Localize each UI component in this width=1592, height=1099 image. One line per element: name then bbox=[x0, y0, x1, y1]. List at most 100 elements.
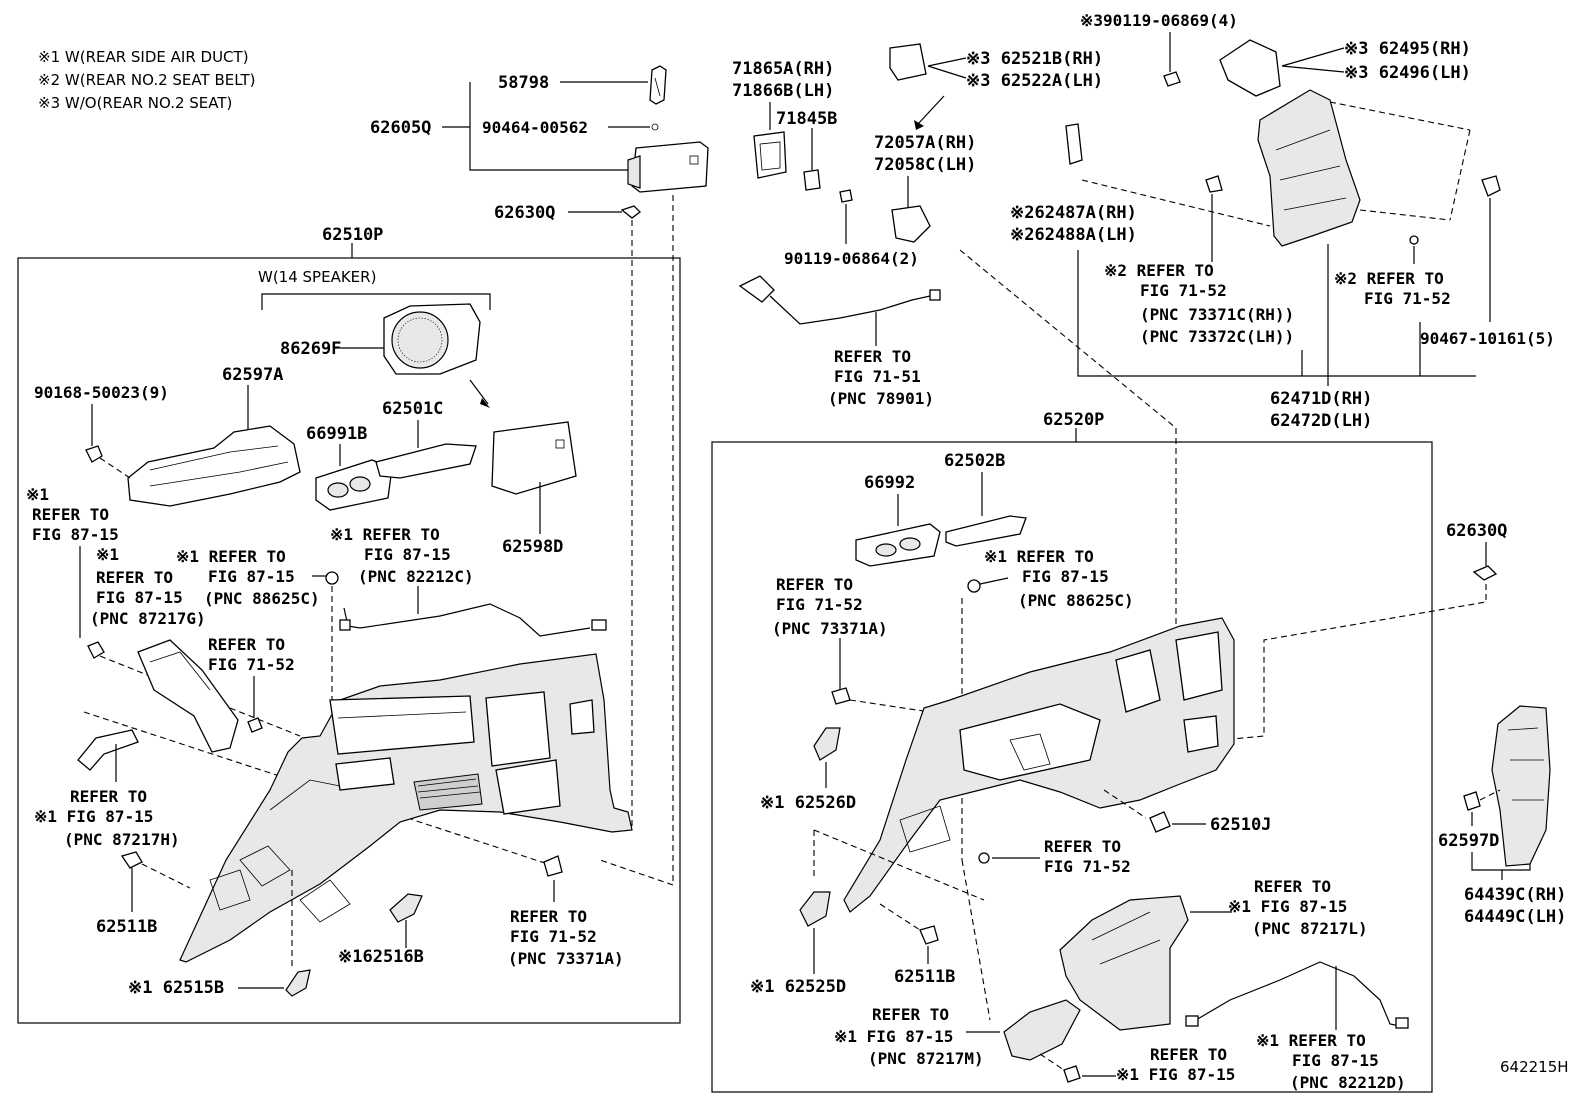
part-72057A[interactable]: 72057A(RH) 72058C(LH) bbox=[874, 133, 976, 243]
label-62502B: 62502B bbox=[944, 451, 1005, 471]
ref-87217H: REFER TO ※1 FIG 87-15 (PNC 87217H) bbox=[34, 711, 555, 867]
ref-87217L: REFER TO ※1 FIG 87-15 (PNC 87217L) bbox=[1059, 877, 1368, 1031]
part-71865A[interactable]: 71865A(RH) 71866B(LH) bbox=[732, 59, 834, 179]
part-62525D[interactable]: ※1 62525D bbox=[750, 829, 985, 997]
label-90464: 90464-00562 bbox=[482, 118, 588, 137]
label-62495: ※3 62495(RH) bbox=[1344, 39, 1471, 59]
label-90467: 90467-10161(5) bbox=[1420, 329, 1555, 348]
part-62630Q-right[interactable]: 62630Q bbox=[1221, 521, 1507, 741]
label-62597D: 62597D bbox=[1438, 831, 1499, 851]
ref-text: (PNC 88625C) bbox=[1018, 591, 1134, 610]
part-62630Q-top[interactable]: 62630Q bbox=[494, 195, 674, 885]
part-upper-trim-right[interactable] bbox=[1257, 89, 1471, 247]
part-66991B[interactable]: 66991B bbox=[306, 424, 393, 511]
part-62597A[interactable]: 62597A bbox=[127, 365, 301, 507]
ref-text: (PNC 73371A) bbox=[508, 949, 624, 968]
label-86269F: 86269F bbox=[280, 339, 341, 359]
part-62471D[interactable]: 62471D(RH) 62472D(LH) bbox=[1077, 244, 1476, 431]
label-62501C: 62501C bbox=[382, 399, 443, 419]
ref-text: (PNC 88625C) bbox=[204, 589, 320, 608]
ref-text: ※1 REFER TO bbox=[330, 525, 440, 544]
part-86269F[interactable]: 86269F bbox=[280, 303, 481, 375]
ref-text: FIG 71-51 bbox=[834, 367, 921, 386]
note-3: ※3 W/O(REAR NO.2 SEAT) bbox=[38, 94, 232, 112]
figure-id: 642215H bbox=[1500, 1058, 1569, 1076]
label-62472D: 62472D(LH) bbox=[1270, 411, 1372, 431]
part-58798[interactable]: 58798 bbox=[498, 65, 667, 105]
label-66991B: 66991B bbox=[306, 424, 367, 444]
label-62487A: ※262487A(RH) bbox=[1010, 203, 1137, 223]
part-90168[interactable]: 90168-50023(9) bbox=[34, 383, 169, 479]
ref-text: ※2 REFER TO bbox=[1334, 269, 1444, 288]
part-62598D[interactable]: 62598D bbox=[469, 379, 577, 557]
assembly-62520P: 62520P bbox=[1043, 410, 1104, 430]
label-62597A: 62597A bbox=[222, 365, 283, 385]
label-62525D: ※1 62525D bbox=[750, 977, 846, 997]
speaker-caption: W(14 SPEAKER) bbox=[258, 268, 376, 286]
label-62522A: ※3 62522A(LH) bbox=[966, 71, 1103, 91]
note-2: ※2 W(REAR NO.2 SEAT BELT) bbox=[38, 71, 256, 89]
ref-text: REFER TO bbox=[510, 907, 587, 926]
label-71845B: 71845B bbox=[776, 109, 837, 129]
ref-text: REFER TO bbox=[96, 568, 173, 587]
ref-text: FIG 71-52 bbox=[1044, 857, 1131, 876]
label-64449C: 64449C(LH) bbox=[1464, 907, 1566, 927]
label-90168: 90168-50023(9) bbox=[34, 383, 169, 402]
ref-text: FIG 71-52 bbox=[1140, 281, 1227, 300]
part-62597D[interactable]: 62597D 64439C(RH) 64449C(LH) bbox=[1438, 705, 1566, 927]
label-62510J: 62510J bbox=[1210, 815, 1271, 835]
ref-text: REFER TO bbox=[32, 505, 109, 524]
ref-text: REFER TO bbox=[208, 635, 285, 654]
label-72058C: 72058C(LH) bbox=[874, 155, 976, 175]
label-62630Q-right: 62630Q bbox=[1446, 521, 1507, 541]
legend-notes: ※1 W(REAR SIDE AIR DUCT) ※2 W(REAR NO.2 … bbox=[38, 48, 256, 112]
part-62501C[interactable]: 62501C bbox=[375, 399, 477, 479]
ref-text: ※1 FIG 87-15 bbox=[834, 1027, 953, 1046]
ref-text: ※1 FIG 87-15 bbox=[1228, 897, 1347, 916]
label-64439C: 64439C(RH) bbox=[1464, 885, 1566, 905]
part-quarter-trim-left[interactable] bbox=[179, 653, 633, 963]
ref-text: (PNC 87217L) bbox=[1252, 919, 1368, 938]
label-62598D: 62598D bbox=[502, 537, 563, 557]
part-90119-06869[interactable]: ※390119-06869(4) bbox=[1080, 11, 1238, 87]
ref-73371A-right: REFER TO FIG 71-52 (PNC 73371A) bbox=[772, 575, 931, 713]
part-90467[interactable]: 90467-10161(5) bbox=[1420, 175, 1555, 348]
label-62516B: ※162516B bbox=[338, 947, 424, 967]
label-58798: 58798 bbox=[498, 73, 549, 93]
ref-text: (PNC 87217M) bbox=[868, 1049, 984, 1068]
part-62495[interactable]: ※3 62495(RH) ※3 62496(LH) bbox=[1219, 39, 1471, 97]
assembly-62510P: 62510P bbox=[322, 225, 383, 245]
label-62488A: ※262488A(LH) bbox=[1010, 225, 1137, 245]
part-62487A[interactable]: ※262487A(RH) ※262488A(LH) bbox=[1010, 123, 1271, 245]
part-62511B-left[interactable]: 62511B bbox=[96, 851, 191, 937]
part-62510J[interactable]: 62510J bbox=[1103, 789, 1271, 835]
part-71845B[interactable]: 71845B bbox=[776, 109, 837, 191]
ref-87217G: ※1 REFER TO FIG 87-15 (PNC 87217G) bbox=[90, 545, 239, 753]
part-62521B[interactable]: ※3 62521B(RH) ※3 62522A(LH) bbox=[889, 43, 1103, 130]
part-62515B[interactable]: ※1 62515B bbox=[128, 870, 311, 998]
part-62526D[interactable]: ※1 62526D bbox=[760, 727, 856, 813]
label-62496: ※3 62496(LH) bbox=[1344, 63, 1471, 83]
part-62511B-right[interactable]: 62511B bbox=[879, 903, 955, 987]
part-62516B[interactable]: ※162516B bbox=[338, 893, 424, 967]
label-90119-06864: 90119-06864(2) bbox=[784, 249, 919, 268]
label-62511B-left: 62511B bbox=[96, 917, 157, 937]
part-quarter-trim-right[interactable] bbox=[843, 617, 1235, 913]
ref-text: ※1 bbox=[96, 545, 119, 564]
ref-text: (PNC 73371A) bbox=[772, 619, 888, 638]
ref-text: ※1 FIG 87-15 bbox=[1116, 1065, 1235, 1084]
ref-87217M: REFER TO ※1 FIG 87-15 (PNC 87217M) bbox=[834, 859, 1081, 1068]
part-66992[interactable]: 66992 bbox=[855, 473, 941, 567]
part-62502B[interactable]: 62502B bbox=[944, 451, 1027, 547]
label-72057A: 72057A(RH) bbox=[874, 133, 976, 153]
ref-88625C-left: ※1 REFER TO FIG 87-15 (PNC 88625C) bbox=[176, 547, 339, 770]
label-62526D: ※1 62526D bbox=[760, 793, 856, 813]
right-assembly-frame: 62520P bbox=[711, 410, 1433, 1093]
ref-text: FIG 87-15 bbox=[96, 588, 183, 607]
ref-88625C-right: ※1 REFER TO FIG 87-15 (PNC 88625C) bbox=[961, 547, 1134, 860]
ref-text: FIG 71-52 bbox=[510, 927, 597, 946]
part-62605Q[interactable]: 62605Q 90464-00562 bbox=[370, 82, 709, 193]
ref-text: ※2 REFER TO bbox=[1104, 261, 1214, 280]
label-62511B-right: 62511B bbox=[894, 967, 955, 987]
part-90119-06864[interactable]: 90119-06864(2) bbox=[784, 189, 919, 268]
